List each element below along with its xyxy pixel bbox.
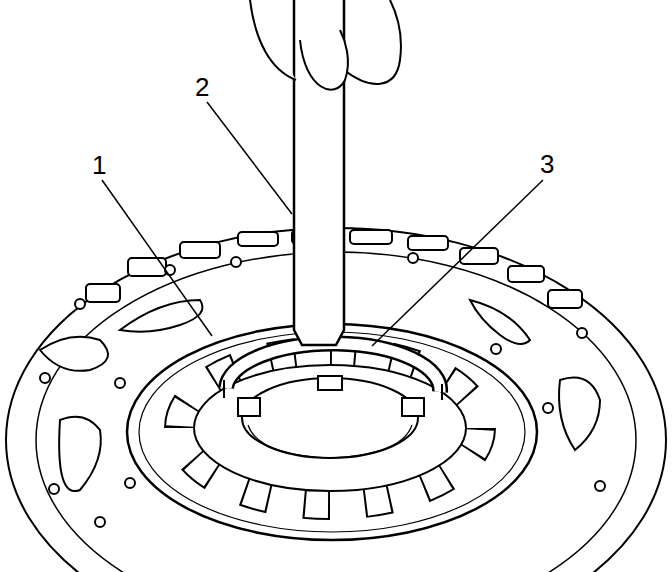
pump-ring xyxy=(127,324,537,540)
leader-lines xyxy=(102,102,543,346)
callout-number: 2 xyxy=(193,74,211,100)
callout-number: 1 xyxy=(90,152,108,178)
snap-ring xyxy=(226,344,440,392)
callout-number: 3 xyxy=(538,151,556,177)
